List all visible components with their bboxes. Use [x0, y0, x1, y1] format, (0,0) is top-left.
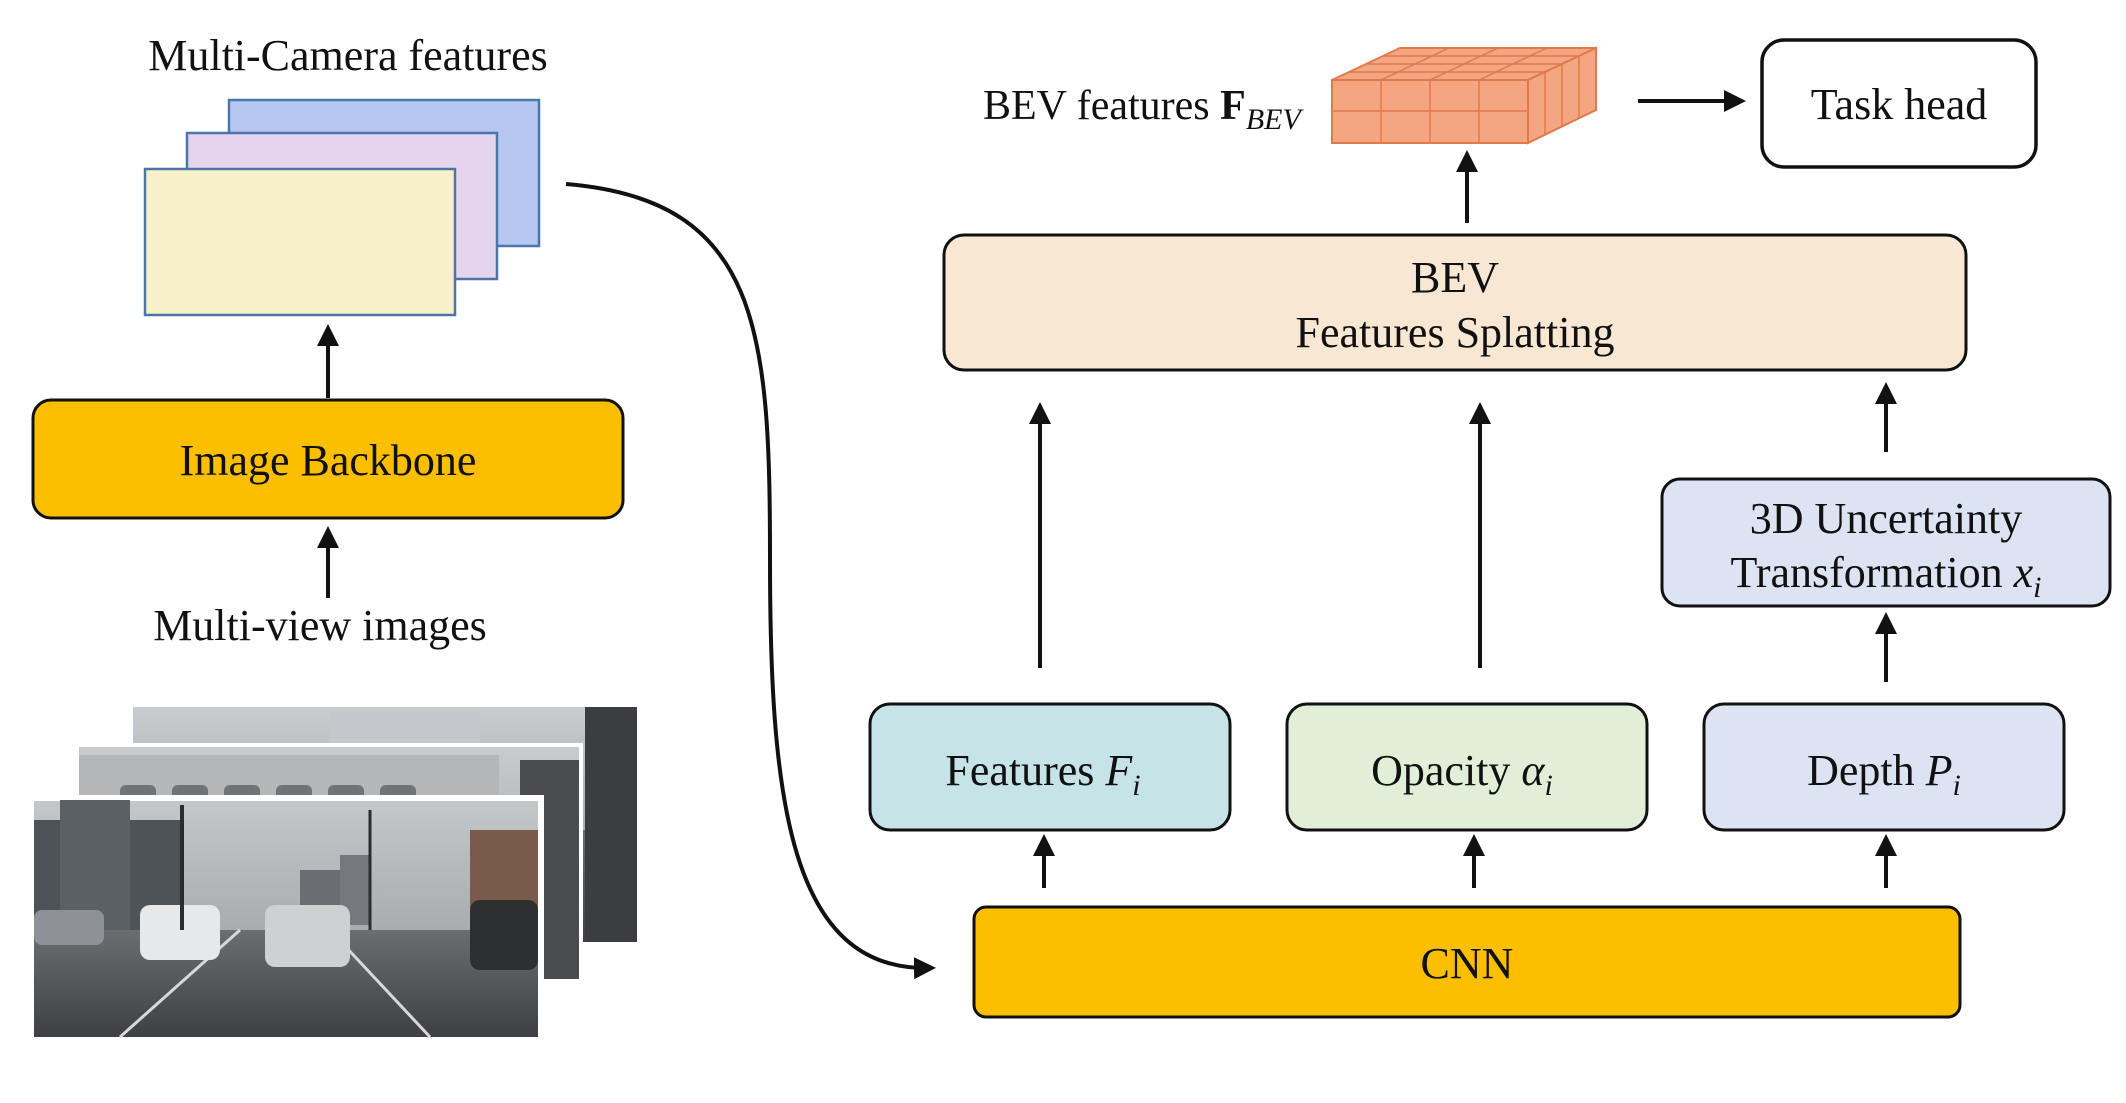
multi-view-image-stack: [30, 707, 637, 1041]
curve-arrow-features-to-cnn: [565, 182, 936, 980]
cnn-box: [972, 905, 1962, 1019]
uncertainty-box: [1660, 477, 2112, 608]
camera-image-front: [30, 795, 544, 1041]
multi-view-images-label: Multi-view images: [153, 601, 487, 650]
features-box-label: Features Fi: [945, 746, 1140, 802]
opacity-box: [1285, 702, 1649, 832]
bev-feature-grid: [1331, 46, 1597, 145]
bev-features-label: BEV features FBEV: [983, 83, 1304, 136]
image-backbone-label: Image Backbone: [180, 436, 477, 485]
image-backbone-box: [31, 398, 625, 520]
depth-box: [1702, 702, 2066, 832]
bev-splatting-line1: BEV: [1411, 253, 1499, 302]
task-head-label: Task head: [1811, 80, 1988, 129]
cnn-label: CNN: [1421, 939, 1514, 988]
feature-map-yellow: [143, 167, 457, 317]
depth-box-label: Depth Pi: [1807, 746, 1961, 802]
uncertainty-line1: 3D Uncertainty: [1750, 494, 2022, 543]
opacity-box-label: Opacity αi: [1371, 746, 1553, 802]
uncertainty-line2: Transformation xi: [1730, 548, 2041, 604]
features-box: [868, 702, 1232, 832]
camera-feature-stack: [143, 98, 541, 317]
bev-splatting-box: [942, 233, 1968, 372]
bev-splatting-line2: Features Splatting: [1296, 308, 1615, 357]
task-head-box: [1760, 38, 2038, 169]
multi-camera-features-title: Multi-Camera features: [148, 31, 548, 80]
